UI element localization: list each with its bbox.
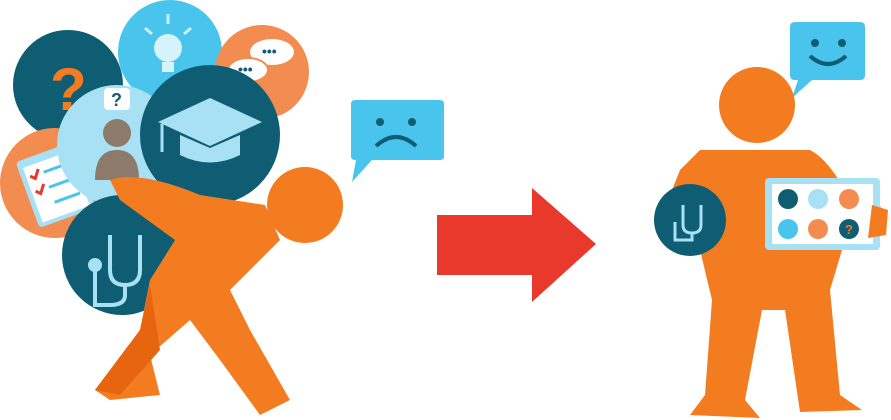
svg-text:•••: •••	[262, 43, 277, 59]
overwhelmed-person	[95, 167, 343, 415]
arrow-right-icon	[437, 188, 596, 302]
stethoscope-icon	[88, 235, 142, 307]
overwhelmed-scene: ? ••• •••	[0, 0, 444, 415]
graduation-cap-icon	[158, 98, 262, 163]
sad-face-bubble-icon	[351, 100, 444, 182]
stethoscope-icon	[673, 205, 703, 242]
hand	[868, 205, 888, 238]
smiley-face-bubble-icon	[790, 22, 865, 98]
tablet-icon: ?	[765, 178, 880, 250]
person-question-icon: ?	[95, 88, 139, 180]
head	[719, 67, 795, 143]
svg-text:?: ?	[845, 222, 853, 237]
head	[267, 167, 343, 243]
svg-text:?: ?	[111, 90, 122, 110]
lightbulb-icon	[144, 14, 192, 72]
stethoscope-circle	[654, 184, 726, 256]
organized-scene: ?	[654, 22, 888, 418]
graduation-circle	[140, 65, 280, 205]
